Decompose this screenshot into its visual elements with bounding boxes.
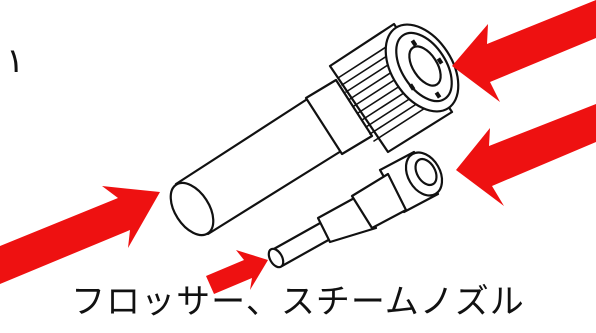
caption: フロッサー、スチームノズル bbox=[71, 282, 525, 322]
red-arrow-icon bbox=[206, 250, 268, 294]
frother-face-center bbox=[408, 45, 442, 87]
nozzle-sleeve-body bbox=[350, 172, 408, 230]
red-arrow-icon bbox=[456, 104, 596, 206]
frother-collar bbox=[304, 78, 374, 156]
red-arrow-icon bbox=[452, 0, 596, 102]
step-number: ١ bbox=[6, 41, 25, 81]
frother-tube-end bbox=[169, 181, 215, 237]
nozzle-part bbox=[267, 150, 444, 269]
red-arrow-icon bbox=[0, 186, 160, 284]
nozzle-tip-end bbox=[267, 247, 285, 269]
frother-part bbox=[169, 22, 460, 237]
frother-head bbox=[328, 22, 454, 154]
nozzle-sleeve-hole bbox=[414, 157, 438, 187]
frother-face-notches bbox=[408, 39, 444, 99]
